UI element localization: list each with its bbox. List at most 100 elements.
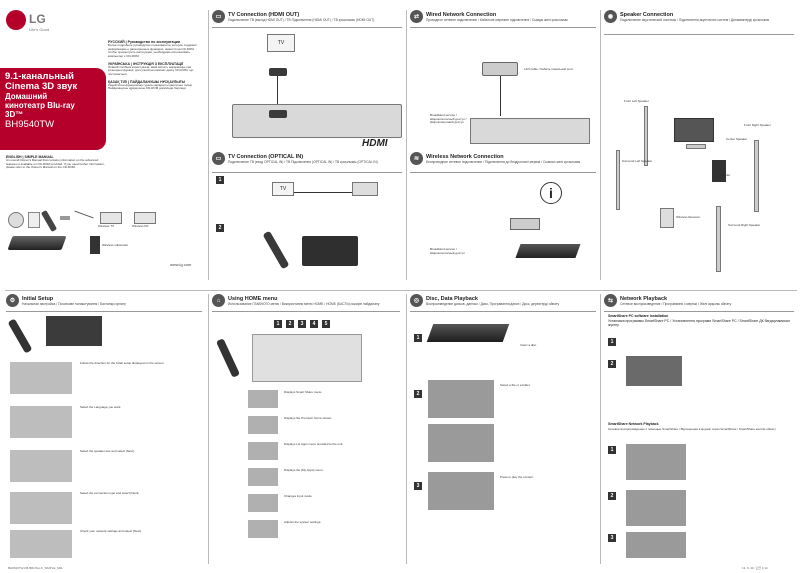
wired-header: ⇄ Wired Network Connection Проводное сет… (410, 10, 598, 23)
tv-hdmi-header: ▭ TV Connection (HDMI OUT) Подключение Т… (212, 10, 404, 23)
wired-lan-cable (500, 76, 502, 116)
home-tab-4[interactable]: 4 (310, 320, 318, 328)
cd-disc-icon (8, 212, 24, 228)
disc-player-image (426, 324, 510, 342)
front-left-label: Front Left Speaker (624, 99, 649, 103)
disc-step-3: 3 (414, 482, 422, 490)
setup-step-5-screen (10, 530, 72, 558)
product-title-1: 9.1-канальный (5, 71, 74, 82)
wired-broadband-label: Broadband service / Широкополосный досту… (430, 113, 467, 125)
lg-logo (6, 10, 26, 30)
wireless-header: ≋ Wireless Network Connection Беспроводн… (410, 152, 598, 165)
setup-icon: ⚙ (6, 294, 19, 307)
wireless-player-image (515, 244, 581, 258)
title-banner: 9.1-канальный Cinema 3D звук Домашний ки… (0, 68, 106, 150)
tv-hdmi-subtitle: Подключение ТВ (выход HDMI OUT) / ТВ Під… (228, 17, 375, 22)
product-title-5: 3D™ (5, 110, 24, 119)
divider-h (5, 290, 797, 291)
wireless-tx-icon (100, 212, 122, 224)
front-right-speaker (754, 140, 759, 212)
share-icon: ⇆ (604, 294, 617, 307)
kk-text: Кеңейтілген функциялар туралы ақпаратты … (108, 82, 192, 91)
divider-v1 (208, 10, 209, 280)
setup-step-1-screen (10, 362, 72, 394)
home-item-6-text: Adjusts the system settings. (284, 520, 322, 524)
home-menu-panel: ⌂ Using HOME menu Использование ГЛАВНОГО… (212, 294, 404, 564)
disc-screen-3 (428, 472, 494, 510)
optical-remote-image (262, 230, 290, 270)
cover-panel: LG Life's Good 9.1-канальный Cinema 3D з… (0, 0, 208, 285)
optical-tv-label: TV (279, 186, 287, 192)
home-menu-remote (215, 338, 241, 378)
wireless-title: Wireless Network Connection (426, 153, 504, 160)
wired-cable-label: LAN cable / Кабель локальной сети (524, 67, 573, 71)
hdmi-port-tv (269, 68, 287, 76)
speaker-tv-image (674, 118, 714, 142)
smartshare-playback-sub: Сетевое воспроизведение с помощью SmartS… (608, 427, 776, 431)
home-menu-rule (212, 311, 400, 312)
center-label: Center Speaker (726, 137, 748, 141)
speaker-subtitle: Подключение акустической системы / Підкл… (620, 17, 770, 22)
home-item-2-text: Displays the Premium home screen. (284, 416, 333, 420)
optical-cable (294, 192, 352, 194)
setup-step-4-text: Select the connection type and select [N… (80, 491, 140, 495)
product-title-2: Cinema 3D звук (5, 81, 78, 92)
netplay-step-2: 2 (608, 492, 616, 500)
wireless-info-icon: i (540, 182, 562, 204)
home-item-3-text: Displays LG Apps menu provided to the un… (284, 442, 344, 446)
home-item-3-thumb (248, 442, 278, 460)
wireless-router-icon (510, 218, 540, 230)
divider-v3 (600, 10, 601, 280)
speaker-title: Speaker Connection (620, 11, 674, 18)
wireless-rx-icon (134, 212, 156, 224)
product-title-3: Домашний (5, 92, 48, 101)
netplay-subtitle: Сетевое воспроизведение / Програвання з … (620, 301, 732, 306)
disc-subtitle: Воспроизведение дисков, данных / Диск, П… (426, 301, 560, 306)
netplay-step-3: 3 (608, 534, 616, 542)
website-link[interactable]: www.lg.com (170, 262, 192, 267)
model-number: BH9540TW (5, 119, 55, 130)
home-tab-2[interactable]: 2 (286, 320, 294, 328)
subwoofer-label: Subwoofer (716, 173, 731, 177)
product-title-4: кинотеатр Blu-ray (5, 101, 75, 110)
ru-heading: РУССКИЙ | Руководство по эксплуатации (108, 40, 181, 44)
surround-left-speaker (616, 150, 620, 210)
optical-tv-box: TV (272, 182, 294, 196)
speaker-rule (604, 34, 794, 35)
smartshare-install-sub: Установка программы SmartShare PC / Уста… (608, 319, 791, 328)
wired-player-rear (470, 118, 590, 144)
initial-setup-rule (6, 311, 202, 312)
wired-rule (410, 27, 596, 28)
setup-remote-image (7, 318, 33, 354)
accessory-label-2: Wireless RX (132, 224, 149, 228)
front-right-label: Front Right Speaker (744, 123, 771, 127)
initial-setup-title: Initial Setup (22, 295, 54, 302)
uk-heading: УКРАЇНСЬКА | ІНСТРУКЦІЯ З ЕКСПЛУАТАЦІЇ (108, 61, 183, 66)
home-tab-3[interactable]: 3 (298, 320, 306, 328)
netplay-screen-1 (626, 444, 686, 480)
speaker-header: ◉ Speaker Connection Подключение акустич… (604, 10, 798, 23)
hdmi-logo: HDMI (362, 138, 388, 149)
home-menu-screen (252, 334, 362, 382)
home-item-5-thumb (248, 494, 278, 512)
home-item-4-text: Displays the [My Apps] menu. (284, 468, 324, 472)
initial-setup-header: ⚙ Initial Setup Начальная настройка / По… (6, 294, 206, 307)
wireless-receiver-label: Wireless Receiver (676, 215, 701, 219)
wifi-icon: ≋ (410, 152, 423, 165)
home-item-4-thumb (248, 468, 278, 486)
english-block: ENGLISH | SIMPLE MANUAL An overall Owner… (6, 155, 106, 170)
optical-step-1: 1 (216, 176, 224, 184)
home-tab-1[interactable]: 1 (274, 320, 282, 328)
optical-player-box (352, 182, 378, 196)
speaker-icon: ◉ (604, 10, 617, 23)
wired-subtitle: Проводное сетевое подключение / Кабельне… (426, 17, 568, 22)
accessory-label-3: Wireless subwoofer (102, 243, 129, 247)
setup-step-3-screen (10, 450, 72, 482)
home-tab-5[interactable]: 5 (322, 320, 330, 328)
divider-v5 (406, 294, 407, 564)
home-menu-subtitle: Использование ГЛАВНОГО меню / Використан… (228, 301, 380, 306)
netplay-title: Network Playback (620, 295, 668, 302)
wireless-broadband-label: Broadband service / Широкополосный досту… (430, 247, 465, 255)
initial-setup-subtitle: Начальная настройка / Початкове налаштув… (22, 301, 126, 306)
brand-tagline: Life's Good (29, 27, 50, 32)
